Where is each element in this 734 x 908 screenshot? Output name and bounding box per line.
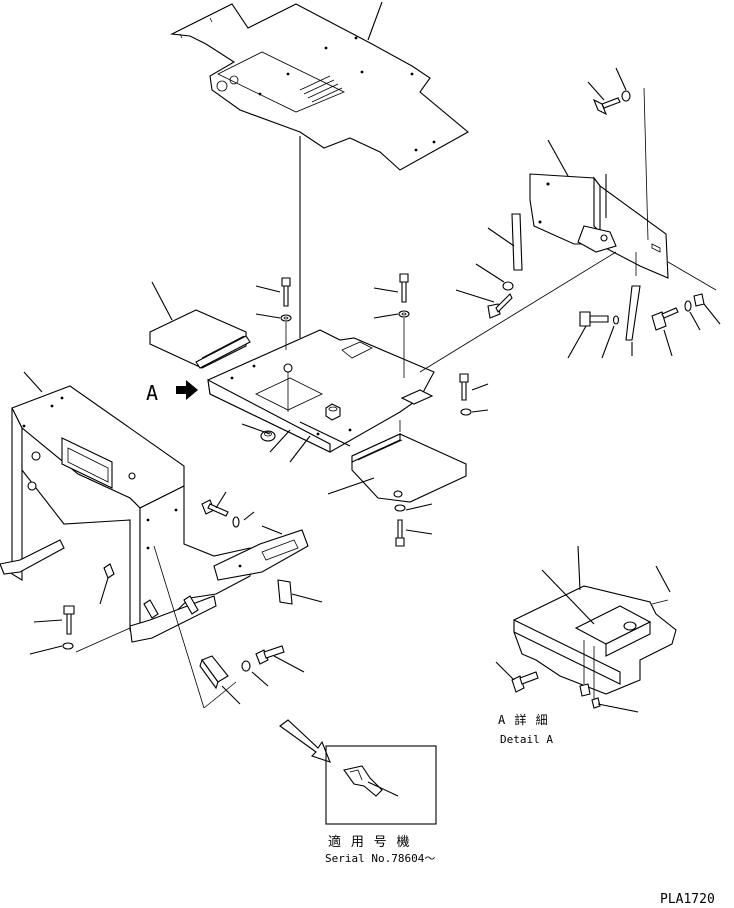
leader-line — [405, 503, 433, 511]
leader-line — [703, 303, 721, 325]
leader-line — [327, 477, 375, 495]
washer — [621, 90, 631, 102]
view-label-a: A — [146, 381, 158, 405]
leader-line — [241, 423, 271, 435]
washer — [502, 281, 514, 291]
washer — [280, 314, 292, 322]
bolt — [399, 273, 409, 303]
leader-line — [405, 529, 433, 535]
bolt — [201, 499, 229, 517]
washer — [62, 642, 74, 650]
bolt — [459, 373, 469, 401]
bolt — [651, 307, 679, 331]
bracket-strip — [625, 285, 641, 341]
leader-line — [655, 565, 671, 593]
serial-caption-jp: 適 用 号 機 — [328, 834, 410, 850]
serial-callout-arrow — [279, 719, 331, 763]
leader-line — [255, 285, 281, 293]
bolt — [255, 645, 285, 665]
leader-line — [291, 593, 323, 603]
leader-line — [475, 263, 505, 283]
figure-code: PLA1720 — [660, 892, 715, 907]
clip-nut — [103, 563, 115, 579]
floor-plate — [207, 329, 435, 453]
bolt — [487, 293, 513, 319]
rear-bracket — [529, 173, 669, 279]
leader-line — [251, 671, 269, 687]
detail-a-view — [513, 585, 677, 695]
bolt — [592, 97, 621, 116]
leader-line — [273, 655, 305, 673]
leader-line — [151, 281, 173, 321]
frame-bracket — [213, 529, 309, 581]
leader-line — [269, 429, 291, 453]
bolt — [281, 277, 291, 307]
washer — [398, 310, 410, 318]
bracket-strip — [511, 213, 523, 271]
bolt — [511, 671, 539, 693]
leader-line — [261, 525, 283, 535]
floor-mat — [170, 3, 469, 171]
bolt — [579, 311, 609, 327]
clip-nut — [693, 293, 705, 307]
serial-inset-box — [325, 745, 437, 825]
leader-line — [471, 383, 489, 391]
bolt — [395, 519, 405, 547]
leader-line — [373, 313, 399, 319]
cover-panel — [351, 433, 467, 503]
leader-line — [471, 409, 489, 413]
washer — [612, 315, 620, 325]
leader-line — [577, 545, 581, 591]
detail-a-caption-en: Detail A — [500, 733, 553, 746]
leader-line — [289, 435, 311, 463]
washer — [684, 300, 692, 312]
leader-line — [243, 511, 255, 521]
bolt — [63, 605, 75, 635]
detail-a-caption-jp: A 詳 細 — [498, 712, 549, 727]
view-arrow-icon — [176, 380, 198, 400]
step-pad — [199, 655, 229, 690]
leader-line — [567, 325, 587, 359]
pedestal-frame — [0, 385, 251, 643]
clip-nut — [579, 683, 601, 709]
leader-line — [455, 289, 495, 303]
washer — [394, 504, 406, 512]
leader-line — [487, 227, 515, 247]
leader-line — [495, 661, 515, 681]
leader-line — [373, 287, 399, 293]
washer — [241, 660, 251, 672]
leader-line — [255, 313, 281, 319]
leader-line — [541, 569, 595, 625]
leader-line — [663, 329, 673, 357]
leader-line — [587, 81, 605, 101]
leader-line — [689, 311, 701, 331]
spacer — [260, 430, 276, 442]
leader-line — [615, 67, 627, 91]
washer — [232, 516, 240, 528]
rubber-pad — [277, 579, 293, 605]
leader-line — [23, 371, 43, 393]
serial-number: Serial No.78604～ — [325, 852, 435, 865]
leader-line — [597, 703, 639, 713]
leader-line — [215, 491, 227, 509]
leader-line — [29, 645, 63, 655]
weld-nut — [325, 403, 341, 421]
leader-line — [99, 577, 109, 605]
leader-line — [601, 325, 615, 359]
leader-line — [547, 139, 569, 177]
leader-line — [33, 619, 63, 623]
side-bracket-left — [149, 309, 251, 369]
leader-line — [221, 685, 241, 705]
washer — [460, 408, 472, 416]
leader-line — [367, 1, 383, 41]
